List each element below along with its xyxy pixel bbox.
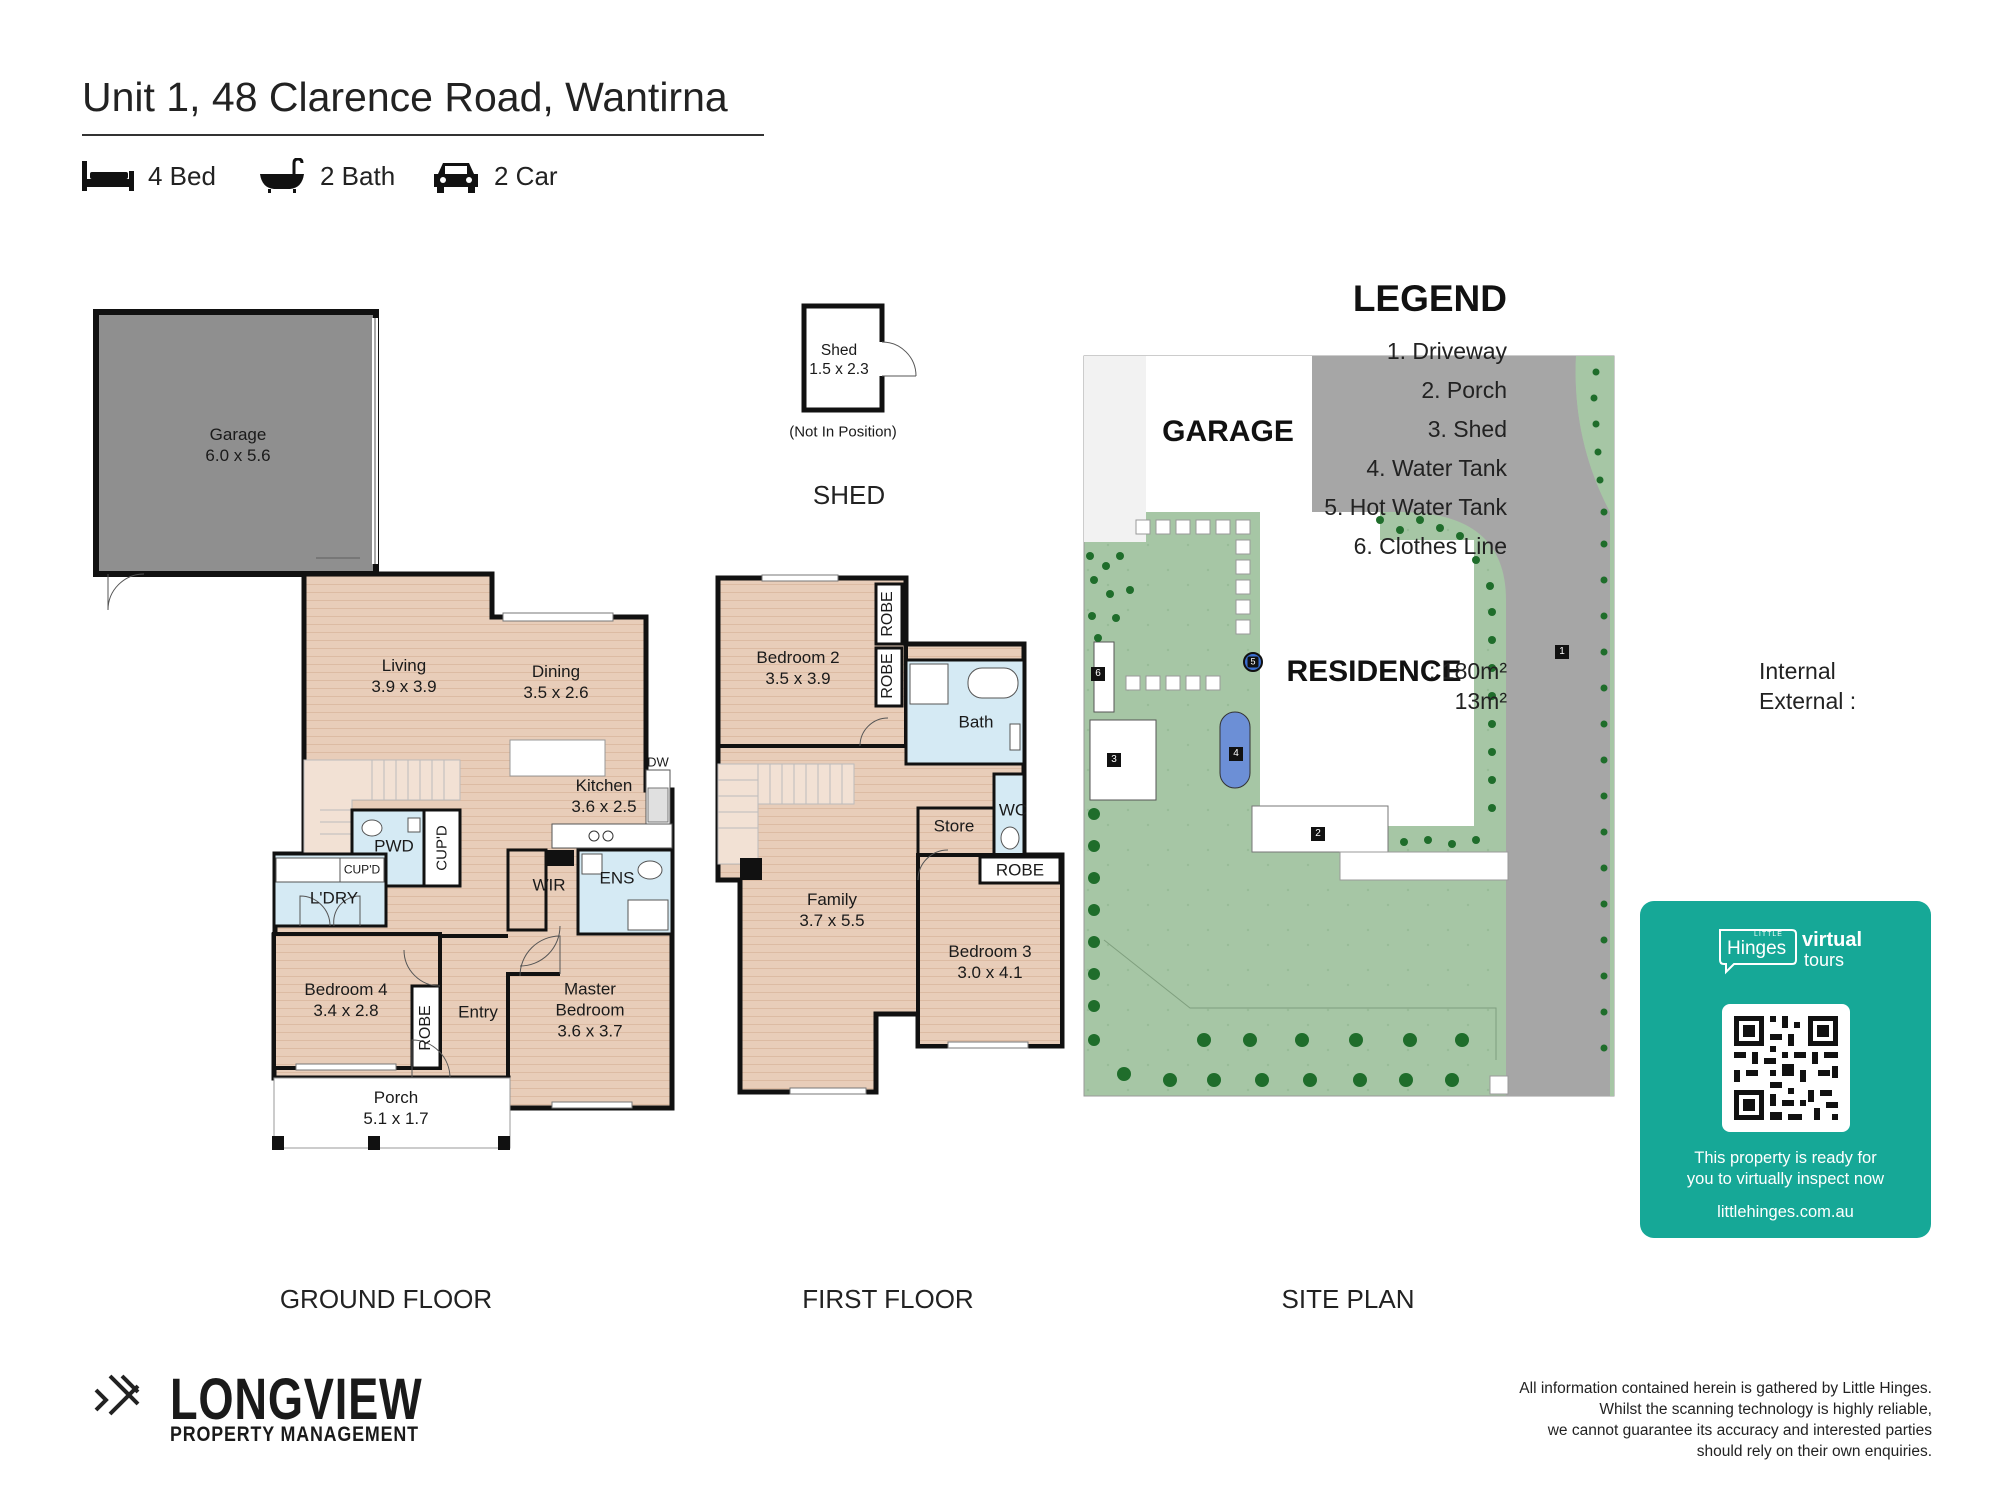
robe-label-2: ROBE — [879, 653, 896, 699]
wir-label: WIR — [532, 875, 566, 895]
qr-code-icon[interactable] — [1722, 1004, 1850, 1132]
dining-label: Dining 3.5 x 2.6 — [523, 662, 589, 702]
site-residence-label: RESIDENCE — [1286, 655, 1462, 688]
legend-heading: LEGEND — [1352, 278, 1507, 319]
robe-label: ROBE — [417, 1005, 434, 1051]
entry-label: Entry — [458, 1002, 498, 1022]
family-label: Family 3.7 x 5.5 — [799, 890, 865, 930]
bedroom2-label: Bedroom 2 3.5 x 3.9 — [756, 648, 840, 688]
bath-icon — [260, 158, 304, 193]
pwd-label: PWD — [374, 836, 414, 856]
marker-shed: 3 — [1107, 753, 1121, 767]
first-floor-body — [715, 574, 1065, 1095]
ground-floor-label: GROUND FLOOR — [279, 1284, 493, 1314]
bath-feature: 2 Bath — [258, 156, 395, 196]
virtual-tour-line1: This property is ready for — [1694, 1149, 1877, 1167]
bath-count: 2 Bath — [320, 160, 396, 191]
shed-outline — [801, 303, 917, 413]
ground-floor-body — [271, 557, 675, 1150]
laundry-label: L'DRY — [309, 888, 359, 908]
legend-item: 3. Shed — [1427, 416, 1507, 442]
marker-clothes-line: 6 — [1091, 667, 1105, 681]
bed-icon — [82, 161, 134, 191]
little-hinges-logo — [1719, 929, 1797, 975]
tours-text: tours — [1804, 950, 1845, 970]
longview-logo-icon — [94, 1374, 140, 1416]
legend-item: 6. Clothes Line — [1353, 533, 1507, 559]
bath-label: Bath — [958, 712, 994, 732]
cupd-label: CUP'D — [433, 825, 451, 871]
marker-porch: 2 — [1311, 827, 1325, 841]
company-name: LONGVIEW — [170, 1367, 423, 1432]
title-divider — [82, 134, 764, 136]
little-hinges-url[interactable]: littlehinges.com.au — [1717, 1203, 1854, 1221]
company-subtitle: PROPERTY MANAGEMENT — [170, 1423, 419, 1446]
living-label: Living 3.9 x 3.9 — [371, 656, 437, 696]
bedroom3-label: Bedroom 3 3.0 x 4.1 — [948, 942, 1032, 982]
porch-label: Porch 5.1 x 1.7 — [363, 1088, 429, 1128]
legend-item: 1. Driveway — [1386, 338, 1507, 364]
site-plan-label: SITE PLAN — [1281, 1284, 1415, 1314]
store-label: Store — [933, 816, 975, 836]
bedroom4-label: Bedroom 4 3.4 x 2.8 — [304, 980, 388, 1020]
ground-garage — [93, 309, 379, 611]
kitchen-label: Kitchen 3.6 x 2.5 — [571, 776, 637, 816]
robe-label-3: ROBE — [995, 860, 1045, 880]
marker-hot-water-tank: 5 — [1247, 656, 1259, 668]
internal-area-value: : 180m² — [1429, 658, 1507, 684]
page-title: Unit 1, 48 Clarence Road, Wantirna — [82, 74, 728, 120]
bed-count: 4 Bed — [148, 160, 216, 191]
cupd-small-label: CUP'D — [343, 862, 381, 877]
little-hinges-small: LITTLE — [1754, 931, 1783, 938]
shed-section-label: SHED — [812, 480, 886, 510]
site-plan-drawing — [1083, 355, 1615, 1097]
master-bedroom-label: Master Bedroom 3.6 x 3.7 — [555, 979, 625, 1041]
legend-item: 4. Water Tank — [1366, 455, 1507, 481]
shed-room-label: Shed 1.5 x 2.3 — [809, 342, 869, 378]
little-hinges-brand: Hinges — [1727, 938, 1787, 959]
virtual-text: virtual — [1802, 929, 1863, 951]
wc-label: WC — [998, 800, 1028, 820]
site-garage-label: GARAGE — [1162, 415, 1294, 448]
garage-label: Garage 6.0 x 5.6 — [205, 425, 271, 465]
external-area-label: External : — [1759, 688, 1857, 714]
legend-item: 5. Hot Water Tank — [1324, 494, 1507, 520]
disclaimer: All information contained herein is gath… — [1519, 1380, 1932, 1460]
shed-note: (Not In Position) — [789, 423, 897, 441]
first-floor-label: FIRST FLOOR — [802, 1284, 974, 1314]
car-count: 2 Car — [494, 160, 558, 191]
marker-water-tank: 4 — [1229, 747, 1243, 761]
marker-driveway: 1 — [1555, 645, 1569, 659]
virtual-tour-line2: you to virtually inspect now — [1686, 1170, 1885, 1188]
legend-item: 2. Porch — [1421, 377, 1507, 403]
car-icon — [434, 163, 478, 193]
robe-label-1: ROBE — [879, 591, 896, 637]
ensuite-label: ENS — [599, 868, 635, 888]
car-feature: 2 Car — [432, 156, 558, 196]
external-area-value: 13m² — [1454, 688, 1507, 714]
internal-area-label: Internal — [1759, 658, 1836, 684]
dw-label: DW — [647, 754, 669, 770]
bed-feature: 4 Bed — [82, 156, 216, 196]
